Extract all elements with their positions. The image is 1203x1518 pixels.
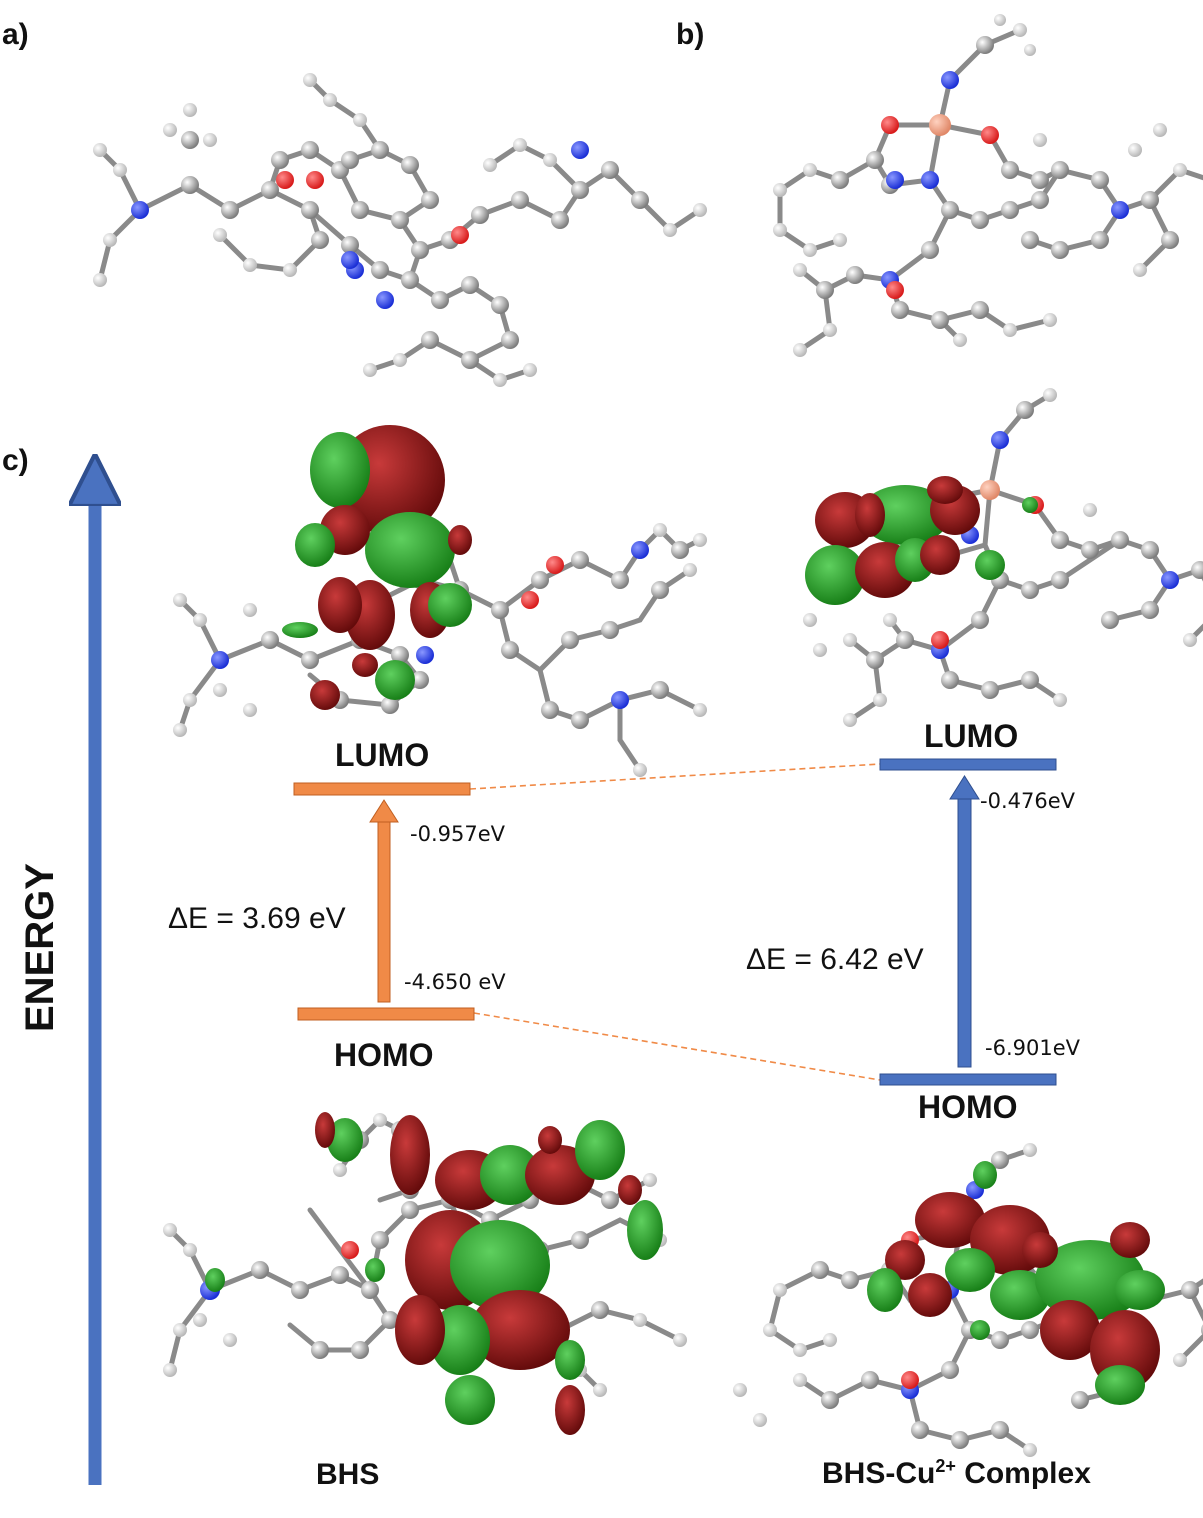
complex-gap-arrow: [949, 775, 980, 1068]
complex-homo-label: HOMO: [918, 1089, 1018, 1125]
bhs-lumo-orbital: [173, 425, 707, 777]
bhs-homo-label: HOMO: [334, 1037, 434, 1073]
complex-lumo-orbital: [803, 388, 1203, 727]
molecule-bhs-structure: [93, 73, 707, 387]
complex-homo-orbital: [733, 1143, 1203, 1457]
complex-lumo-energy: -0.476eV: [980, 789, 1075, 813]
bhs-lumo-label: LUMO: [335, 737, 430, 773]
bhs-homo-orbital: [163, 1112, 687, 1435]
complex-homo-energy: -6.901eV: [985, 1036, 1080, 1060]
bhs-gap-arrow: [369, 799, 399, 1003]
bhs-homo-level: [297, 1007, 475, 1021]
energy-axis-label: ENERGY: [18, 863, 62, 1032]
bhs-lumo-level: [293, 782, 471, 796]
complex-gap-value: ΔE = 6.42 eV: [746, 943, 924, 976]
complex-lumo-label: LUMO: [924, 718, 1019, 754]
complex-homo-level: [879, 1073, 1057, 1086]
bhs-homo-energy: -4.650 eV: [404, 970, 506, 994]
complex-name-label: BHS-Cu2+ Complex: [822, 1456, 1091, 1491]
complex-name-charge: 2+: [935, 1456, 956, 1476]
bhs-name-label: BHS: [316, 1458, 380, 1491]
molecule-complex-structure: [773, 14, 1203, 357]
complex-lumo-level: [879, 758, 1057, 771]
panel-label-a: a): [2, 18, 29, 51]
complex-name-main: BHS-Cu: [822, 1457, 936, 1490]
complex-name-tail: Complex: [955, 1457, 1091, 1490]
panel-label-b: b): [676, 18, 705, 51]
homo-correlation-line: [473, 1012, 881, 1081]
lumo-correlation-line: [469, 763, 881, 790]
bhs-gap-value: ΔE = 3.69 eV: [168, 902, 346, 935]
bhs-lumo-energy: -0.957eV: [410, 822, 505, 846]
panel-label-c: c): [2, 444, 29, 477]
